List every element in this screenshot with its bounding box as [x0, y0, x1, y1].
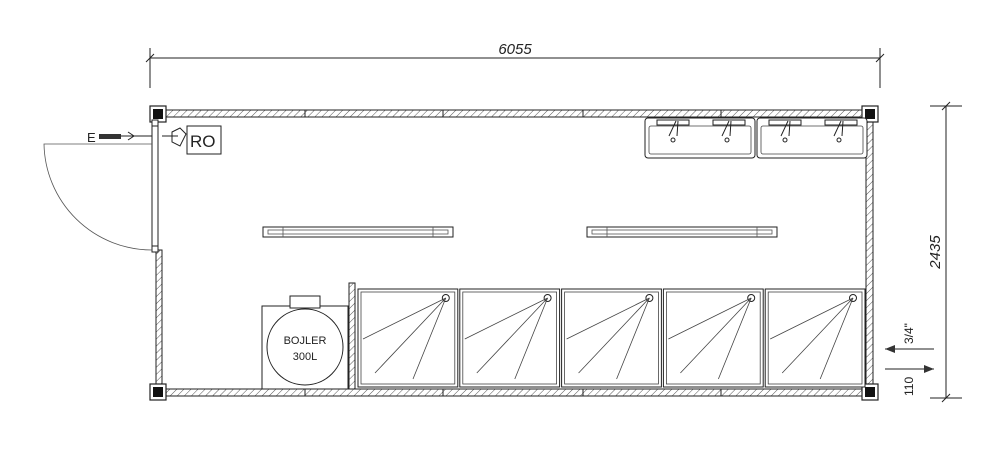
shower-cabin	[459, 288, 561, 388]
boiler-label-line1: BOJLER	[284, 335, 327, 347]
ro-label: RO	[190, 132, 216, 151]
boiler-label-line2: 300L	[293, 351, 317, 363]
pipe-inlets: 3/4" 110	[885, 323, 934, 396]
width-dimension-label: 6055	[498, 41, 532, 58]
boiler: BOJLER 300L	[261, 295, 349, 390]
bench-left	[262, 226, 454, 238]
corner-posts	[149, 105, 879, 401]
pipe-size-label: 3/4"	[902, 323, 916, 344]
shower-cabin	[764, 288, 866, 388]
electric-label: E	[87, 130, 96, 145]
ro-unit: RO	[162, 125, 222, 155]
electric-inlet: E	[87, 130, 152, 145]
sink-unit-left	[644, 117, 756, 159]
entry-door	[43, 119, 159, 253]
floor-offset-label: 110	[902, 377, 916, 396]
shower-partition	[348, 282, 356, 390]
shower-cabin	[561, 288, 662, 388]
width-dimension: 6055	[145, 41, 885, 88]
shower-cabin	[662, 288, 764, 388]
shower-cabins	[357, 288, 866, 388]
sink-unit-right	[756, 117, 868, 159]
shower-cabin	[357, 288, 459, 388]
height-dimension-label: 2435	[927, 235, 944, 270]
bench-right	[586, 226, 778, 238]
height-dimension: 2435	[927, 101, 962, 403]
